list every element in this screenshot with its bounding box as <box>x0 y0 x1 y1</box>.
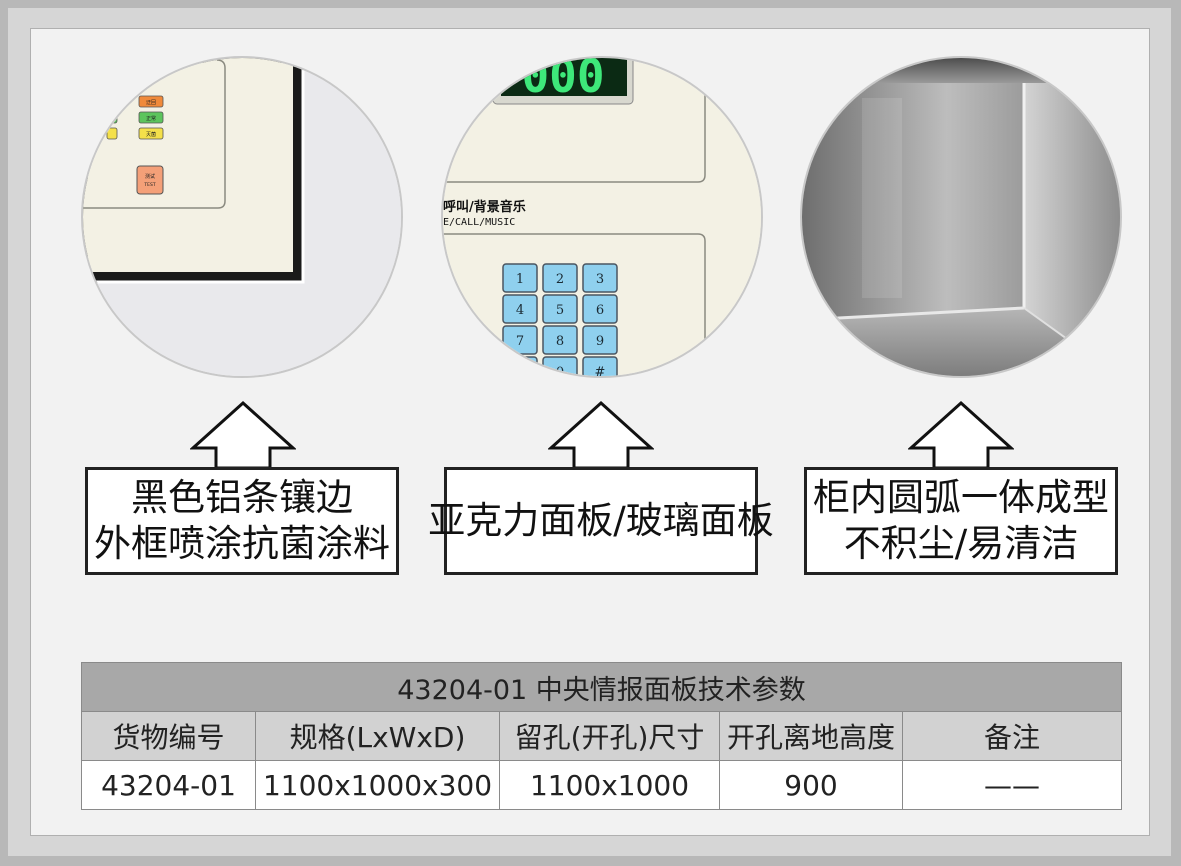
green-button-label: 正常 <box>146 115 156 122</box>
test-button-label-en: TEST <box>143 182 155 188</box>
frame-detail-illustration: 迂回 正常 灭菌 测试 TEST <box>83 58 401 376</box>
header-remarks: 备注 <box>901 711 1123 761</box>
header-item-no: 货物编号 <box>81 711 256 761</box>
keypad-key <box>502 356 538 376</box>
call-music-label-cn: 呼叫/背景音乐 <box>443 199 526 215</box>
up-arrow-icon <box>548 400 654 470</box>
feature-box-frame: 黑色铝条镶边 外框喷涂抗菌涂料 <box>85 467 399 575</box>
cell-dimensions: 1100x1000x300 <box>255 760 500 810</box>
cell-item-no: 43204-01 <box>81 760 256 810</box>
orange-button-label: 迂回 <box>146 99 156 106</box>
keypad-illustration: 000 呼叫/背景音乐 E/CALL/MUSIC 1 2 3 4 5 6 7 8 9 0 # <box>443 58 761 378</box>
feature-text-line: 不积尘/易清洁 <box>843 522 1079 565</box>
digital-display: 000 <box>521 58 604 103</box>
steel-interior-illustration <box>802 58 1120 376</box>
call-music-label-en: E/CALL/MUSIC <box>443 217 515 228</box>
table-row: 43204-01 1100x1000x300 1100x1000 900 —— <box>81 760 1123 810</box>
keypad-key-label: 6 <box>596 303 604 318</box>
cell-cutout-size: 1100x1000 <box>499 760 720 810</box>
frame-detail-image: 迂回 正常 灭菌 测试 TEST <box>81 56 403 378</box>
keypad-key-label: 1 <box>516 272 524 287</box>
header-cutout-size: 留孔(开孔)尺寸 <box>499 711 720 761</box>
yellow-button-label: 灭菌 <box>146 131 156 138</box>
spec-table-title-row: 43204-01 中央情报面板技术参数 <box>80 662 1123 712</box>
keypad-key <box>582 325 618 355</box>
keypad-key-label: 3 <box>596 272 604 287</box>
acrylic-panel-image: 000 呼叫/背景音乐 E/CALL/MUSIC 1 2 3 4 5 6 7 8 9 0 # <box>441 56 763 378</box>
spec-table: 43204-01 中央情报面板技术参数 货物编号 规格(LxWxD) 留孔(开孔… <box>80 662 1123 810</box>
keypad-key-label: 5 <box>556 303 564 318</box>
keypad-key <box>542 263 578 293</box>
up-arrow-icon <box>190 400 296 470</box>
header-height-from-floor: 开孔离地高度 <box>719 711 903 761</box>
feature-text-line: 柜内圆弧一体成型 <box>813 476 1109 519</box>
keypad-key-label: 2 <box>556 272 564 287</box>
keypad-key <box>542 325 578 355</box>
feature-text-line: 亚克力面板/玻璃面板 <box>428 499 774 542</box>
keypad-key-label: 4 <box>516 303 524 318</box>
cabinet-interior-image <box>800 56 1122 378</box>
cell-remarks: —— <box>901 760 1123 810</box>
up-arrow-icon <box>908 400 1014 470</box>
test-button-label-cn: 测试 <box>145 173 155 180</box>
keypad-key-label: 7 <box>516 334 524 349</box>
spec-table-title: 43204-01 中央情报面板技术参数 <box>80 662 1123 712</box>
keypad-key <box>542 356 578 376</box>
header-dimensions: 规格(LxWxD) <box>255 711 500 761</box>
keypad-key <box>542 294 578 324</box>
feature-text-line: 外框喷涂抗菌涂料 <box>94 522 390 565</box>
keypad-key-label: 9 <box>596 334 604 349</box>
keypad-key <box>582 356 618 376</box>
spec-table-header-row: 货物编号 规格(LxWxD) 留孔(开孔)尺寸 开孔离地高度 备注 <box>81 711 1123 761</box>
feature-box-interior: 柜内圆弧一体成型 不积尘/易清洁 <box>804 467 1118 575</box>
keypad-key <box>582 263 618 293</box>
keypad-key <box>502 263 538 293</box>
keypad-key-label: 8 <box>556 334 564 349</box>
keypad-key <box>502 325 538 355</box>
feature-text-line: 黑色铝条镶边 <box>131 476 353 519</box>
feature-box-panel: 亚克力面板/玻璃面板 <box>428 467 774 575</box>
keypad: 1 2 3 4 5 6 7 8 9 0 # <box>502 263 618 378</box>
cell-height-from-floor: 900 <box>719 760 903 810</box>
keypad-key <box>582 294 618 324</box>
keypad-key-label: # <box>595 365 606 378</box>
keypad-key-label: 0 <box>556 365 564 378</box>
keypad-key <box>502 294 538 324</box>
